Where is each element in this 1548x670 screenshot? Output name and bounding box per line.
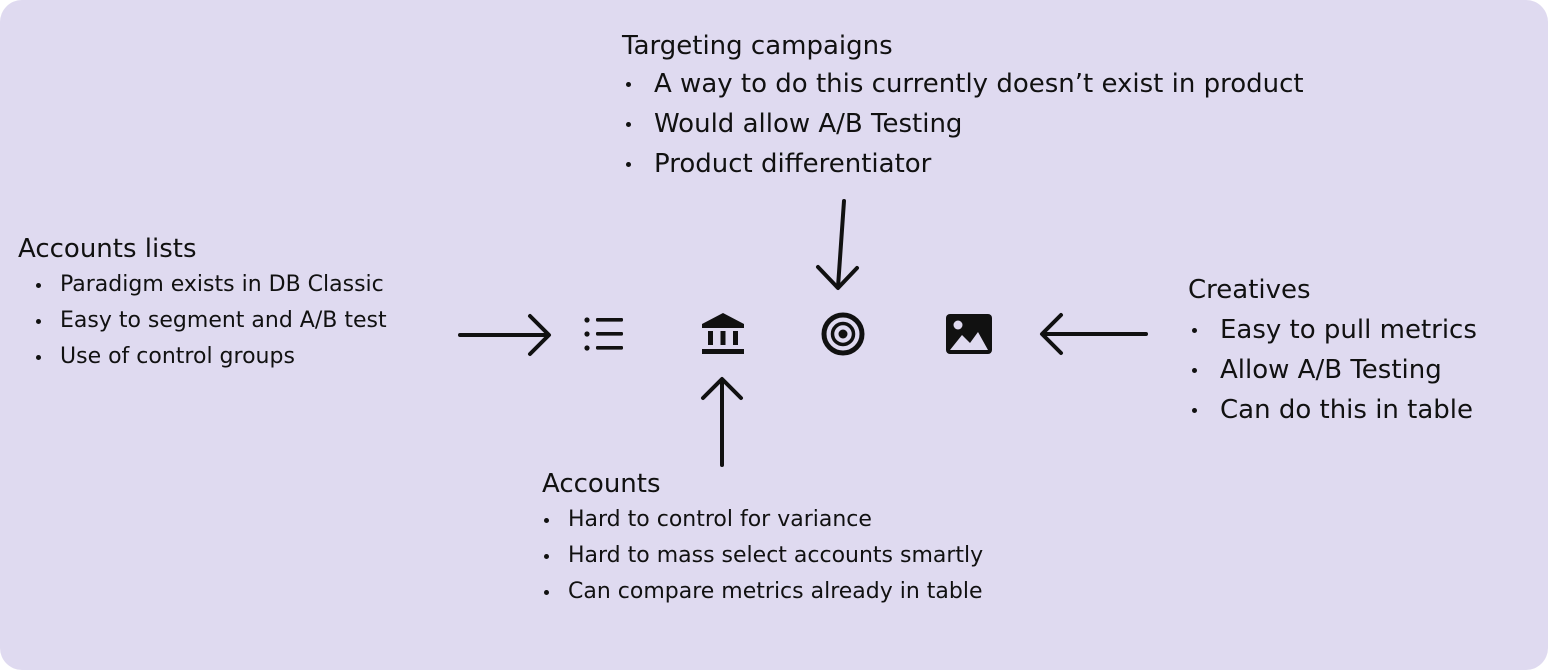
arrow-to-bank-icon	[701, 377, 743, 467]
targeting-point: Would allow A/B Testing	[622, 104, 1522, 144]
accounts-block: Accounts Hard to control for variance Ha…	[542, 466, 1102, 610]
arrow-to-target-icon	[816, 199, 859, 290]
bank-icon	[702, 313, 744, 354]
accounts-lists-title: Accounts lists	[18, 234, 197, 264]
accounts-lists-point: Paradigm exists in DB Classic	[18, 267, 458, 303]
accounts-point: Hard to mass select accounts smartly	[542, 538, 1102, 574]
creatives-block: Creatives Easy to pull metrics Allow A/B…	[1188, 270, 1548, 430]
targeting-campaigns-points: A way to do this currently doesn’t exist…	[622, 64, 1522, 184]
accounts-lists-point: Use of control groups	[18, 339, 458, 375]
list-icon	[584, 317, 623, 351]
arrow-to-list-icon	[458, 314, 551, 356]
accounts-points: Hard to control for variance Hard to mas…	[542, 502, 1102, 610]
targeting-campaigns-title: Targeting campaigns	[622, 31, 893, 61]
targeting-point: A way to do this currently doesn’t exist…	[622, 64, 1522, 104]
creatives-title: Creatives	[1188, 275, 1311, 305]
accounts-point: Hard to control for variance	[542, 502, 1102, 538]
creatives-point: Easy to pull metrics	[1188, 310, 1548, 350]
creatives-points: Easy to pull metrics Allow A/B Testing C…	[1188, 310, 1548, 430]
creatives-point: Can do this in table	[1188, 390, 1548, 430]
image-icon	[946, 314, 992, 354]
accounts-lists-points: Paradigm exists in DB Classic Easy to se…	[18, 267, 458, 375]
accounts-lists-point: Easy to segment and A/B test	[18, 303, 458, 339]
target-icon	[821, 312, 865, 356]
targeting-campaigns-block: Targeting campaigns A way to do this cur…	[622, 28, 1522, 184]
accounts-lists-block: Accounts lists Paradigm exists in DB Cla…	[18, 231, 458, 375]
arrow-to-image-icon	[1040, 313, 1148, 355]
creatives-point: Allow A/B Testing	[1188, 350, 1548, 390]
accounts-point: Can compare metrics already in table	[542, 574, 1102, 610]
targeting-point: Product differentiator	[622, 144, 1522, 184]
accounts-title: Accounts	[542, 469, 661, 499]
